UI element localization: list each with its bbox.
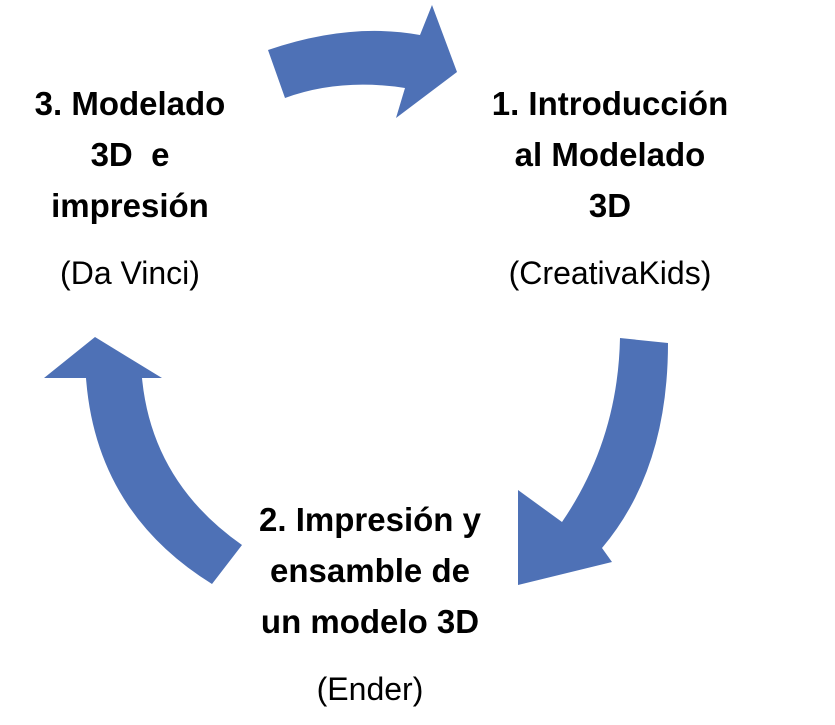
- step-2: 2. Impresión y ensamble de un modelo 3D …: [210, 494, 530, 709]
- step-3-title-line: 3D e: [90, 136, 170, 173]
- step-3-title: 3. Modelado 3D e impresión: [0, 78, 280, 231]
- step-2-title-line: un modelo 3D: [260, 603, 480, 640]
- arrow-step2-to-step3: [44, 337, 242, 584]
- step-3-title-line: 3. Modelado: [34, 85, 226, 122]
- step-1-title-line: 1. Introducción: [491, 85, 729, 122]
- step-1-title-line: 3D: [588, 187, 632, 224]
- step-1-title-line: al Modelado: [514, 136, 706, 173]
- step-2-subtitle: (Ender): [316, 671, 424, 707]
- step-3-subtitle: (Da Vinci): [60, 255, 200, 291]
- step-3-title-line: impresión: [51, 187, 209, 224]
- step-2-title: 2. Impresión y ensamble de un modelo 3D: [210, 494, 530, 647]
- step-1: 1. Introducción al Modelado 3D (Creativa…: [450, 78, 770, 293]
- arrow-step1-to-step2: [518, 338, 668, 585]
- step-1-subtitle: (CreativaKids): [508, 255, 712, 291]
- step-2-title-line: ensamble de: [270, 552, 470, 589]
- step-3: 3. Modelado 3D e impresión (Da Vinci): [0, 78, 280, 293]
- step-1-title: 1. Introducción al Modelado 3D: [450, 78, 770, 231]
- step-2-title-line: 2. Impresión y: [259, 501, 481, 538]
- arrow-step3-to-step1: [268, 5, 457, 118]
